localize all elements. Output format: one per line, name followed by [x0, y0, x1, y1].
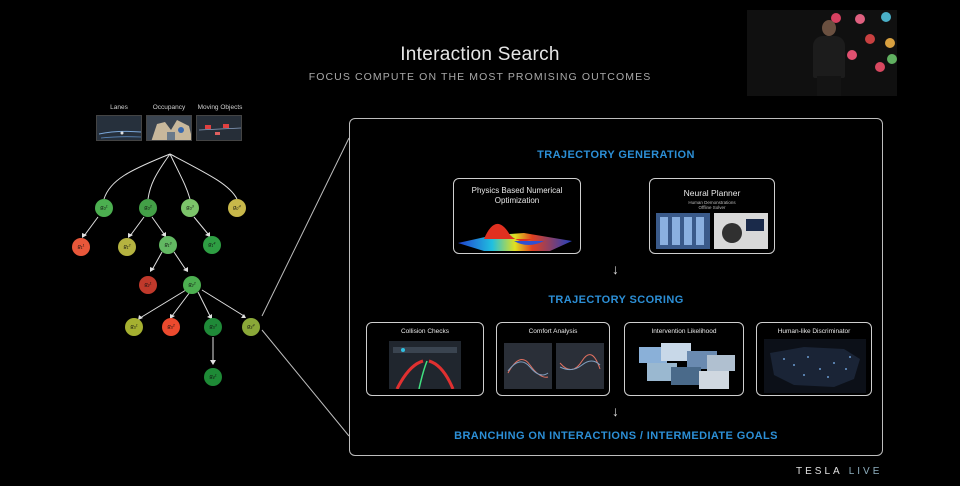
tree-node-g3-4: g₃⁴ [242, 318, 260, 336]
trajectory-generation-heading: TRAJECTORY GENERATION [349, 149, 883, 161]
intervention-likelihood-title: Intervention Likelihood [625, 328, 743, 335]
node-label: g₂² [189, 282, 196, 288]
node-label: g₃⁴ [247, 324, 255, 330]
node-label: g₁⁴ [208, 242, 215, 248]
collision-checks-card: Collision Checks [366, 322, 484, 396]
physics-optimization-card: Physics Based Numerical Optimization [453, 178, 581, 254]
tree-node-g0-3: g₀³ [181, 199, 199, 217]
tree-node-g0-4: g₀⁴ [228, 199, 246, 217]
tree-node-g1-1: g₁¹ [72, 238, 90, 256]
node-label: g₁² [124, 244, 131, 250]
arrow-down-icon-2: ↓ [612, 404, 619, 418]
arrow-down-icon: ↓ [612, 262, 619, 276]
neural-card-sub2: Offline Solver [650, 205, 774, 210]
comfort-plots-image [504, 343, 604, 389]
branching-heading: BRANCHING ON INTERACTIONS / INTERMEDIATE… [349, 430, 883, 442]
node-label: g₄¹ [209, 374, 216, 380]
surface-plot-image [454, 205, 580, 255]
node-label: g₀¹ [100, 205, 107, 211]
comfort-analysis-card: Comfort Analysis [496, 322, 610, 396]
neural-planner-card: Neural Planner Human Demonstrations Offl… [649, 178, 775, 254]
tree-node-g3-3: g₃³ [204, 318, 222, 336]
map-heatmap-image [764, 339, 866, 393]
trajectory-scoring-heading: TRAJECTORY SCORING [349, 294, 883, 306]
brand-name: TESLA [796, 466, 843, 477]
tree-node-g4-1: g₄¹ [204, 368, 222, 386]
tesla-live-logo: TESLA LIVE [796, 466, 882, 477]
node-label: g₁³ [165, 242, 172, 248]
physics-card-title: Physics Based Numerical Optimization [454, 186, 580, 206]
tree-node-g0-1: g₀¹ [95, 199, 113, 217]
tree-node-g3-1: g₃¹ [125, 318, 143, 336]
node-label: g₁¹ [78, 244, 85, 250]
node-label: g₀⁴ [233, 205, 241, 211]
brand-live: LIVE [849, 466, 883, 477]
node-label: g₂¹ [145, 282, 152, 288]
collision-image [389, 341, 461, 389]
tree-node-g2-2: g₂² [183, 276, 201, 294]
neural-card-title: Neural Planner [650, 188, 774, 198]
tree-node-g1-2: g₁² [118, 238, 136, 256]
comfort-analysis-title: Comfort Analysis [497, 328, 609, 335]
tree-node-g2-1: g₂¹ [139, 276, 157, 294]
node-label: g₀² [144, 205, 151, 211]
tree-node-g1-4: g₁⁴ [203, 236, 221, 254]
tree-node-g3-2: g₃² [162, 318, 180, 336]
node-label: g₀³ [186, 205, 193, 211]
intervention-likelihood-card: Intervention Likelihood [624, 322, 744, 396]
node-label: g₃² [167, 324, 174, 330]
tree-node-g0-2: g₀² [139, 199, 157, 217]
node-label: g₃¹ [130, 324, 137, 330]
human-like-discriminator-title: Human-like Discriminator [757, 328, 871, 335]
human-like-discriminator-card: Human-like Discriminator [756, 322, 872, 396]
intervention-collage-image [637, 341, 737, 391]
datacenter-image [656, 213, 768, 249]
tree-node-g1-3: g₁³ [159, 236, 177, 254]
collision-checks-title: Collision Checks [367, 328, 483, 335]
node-label: g₃³ [209, 324, 216, 330]
